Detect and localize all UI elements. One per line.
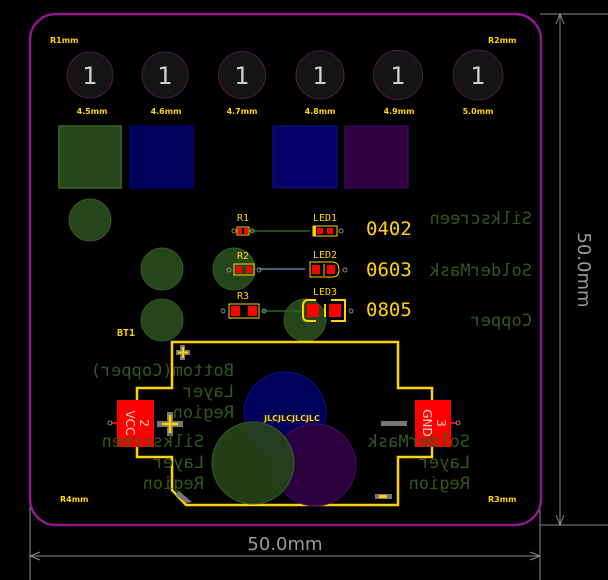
resistor-r2[interactable]: R2 — [226, 251, 262, 276]
plus-mark-top — [176, 345, 190, 360]
mirrored-region-labels: Bottom(Copper) Layer Region Silkscreen L… — [91, 361, 470, 494]
hole[interactable]: 1 4.9mm — [373, 50, 423, 117]
corner-label-r1: R1mm — [50, 36, 78, 45]
copper-square[interactable] — [58, 125, 122, 189]
gnd-pin-number: 3 — [434, 419, 448, 427]
corner-label-r4: R4mm — [60, 495, 88, 504]
hole-label: 4.8mm — [305, 107, 336, 116]
silk-region-line1: Silkscreen — [102, 432, 204, 452]
width-dimension-label: 50.0mm — [247, 534, 322, 555]
hole-number: 1 — [312, 62, 327, 90]
mirrored-silkscreen-label: Silkscreen — [430, 209, 532, 229]
hole-number: 1 — [234, 62, 249, 90]
silk-region-line2: Layer — [153, 453, 204, 473]
designator-bt1: BT1 — [117, 328, 135, 339]
hole-label: 4.9mm — [384, 107, 415, 116]
purple-square[interactable] — [344, 125, 409, 189]
mirrored-soldermask-label: SolderMask — [430, 261, 532, 281]
hole-number: 1 — [82, 62, 97, 90]
mask-region-line3: Region — [409, 474, 470, 494]
vcc-pin-number: 2 — [137, 419, 151, 427]
battery-outline[interactable] — [135, 340, 434, 507]
minus-mark-bottom — [375, 494, 392, 499]
led-led1[interactable]: LED1 — [312, 213, 344, 237]
gnd-label: GND — [420, 409, 434, 437]
vcc-label: VCC — [123, 411, 137, 436]
corner-label-r2: R2mm — [488, 36, 516, 45]
hole[interactable]: 1 4.6mm — [141, 51, 189, 116]
mask-region-line2: Layer — [419, 453, 470, 473]
size-label-0805: 0805 — [366, 299, 412, 321]
designator-led3: LED3 — [313, 287, 337, 298]
hole-number: 1 — [157, 62, 172, 90]
bottom-region-line2: Layer — [183, 382, 234, 402]
resistor-r1[interactable]: R1 — [231, 213, 255, 236]
hole[interactable]: 1 4.7mm — [218, 51, 266, 117]
pad-gnd[interactable]: 3 GND — [415, 400, 461, 447]
hole[interactable]: 1 4.8mm — [295, 50, 345, 116]
dimension-lines — [28, 12, 608, 580]
plus-mark-left — [157, 412, 183, 436]
hole-label: 4.5mm — [77, 107, 108, 116]
mask-region-line1: SolderMask — [368, 432, 470, 452]
designator-r2: R2 — [237, 251, 249, 262]
pad-vcc[interactable]: 2 VCC — [107, 400, 154, 447]
mirrored-copper-label: Copper — [471, 311, 532, 331]
resistor-r3[interactable]: R3 — [220, 291, 267, 319]
hole-number: 1 — [470, 62, 485, 90]
minus-mark — [381, 421, 407, 426]
soldermask-square-2[interactable] — [272, 125, 338, 189]
copper-circle — [211, 421, 295, 505]
hole-label: 4.6mm — [151, 107, 182, 116]
designator-led1: LED1 — [313, 213, 337, 224]
corner-label-r3: R3mm — [488, 495, 516, 504]
hole-number: 1 — [390, 62, 405, 90]
hole[interactable]: 1 4.5mm — [66, 51, 114, 116]
height-dimension-label: 50.0mm — [573, 232, 594, 307]
bevel-mark — [176, 490, 192, 503]
designator-r1: R1 — [237, 213, 249, 224]
hole-label: 4.7mm — [227, 107, 258, 116]
size-label-0402: 0402 — [366, 218, 412, 240]
hole[interactable]: 1 5.0mm — [452, 49, 504, 116]
led-led2[interactable]: LED2 — [309, 250, 348, 278]
jlc-logo-text: JLCJLCJLCJLC — [263, 414, 320, 423]
designator-r3: R3 — [237, 291, 249, 302]
silk-region-line3: Region — [143, 474, 204, 494]
designator-led2: LED2 — [313, 250, 337, 261]
bottom-region-line3: Region — [173, 403, 234, 423]
bottom-region-line1: Bottom(Copper) — [91, 361, 234, 381]
hole-label: 5.0mm — [463, 107, 494, 116]
soldermask-square[interactable] — [129, 125, 194, 189]
size-label-0603: 0603 — [366, 259, 412, 281]
led-led3[interactable]: LED3 — [302, 287, 354, 322]
hole-row: 1 4.5mm 1 4.6mm 1 4.7mm 1 4.8mm 1 4.9mm 1 5.0m… — [66, 49, 504, 117]
